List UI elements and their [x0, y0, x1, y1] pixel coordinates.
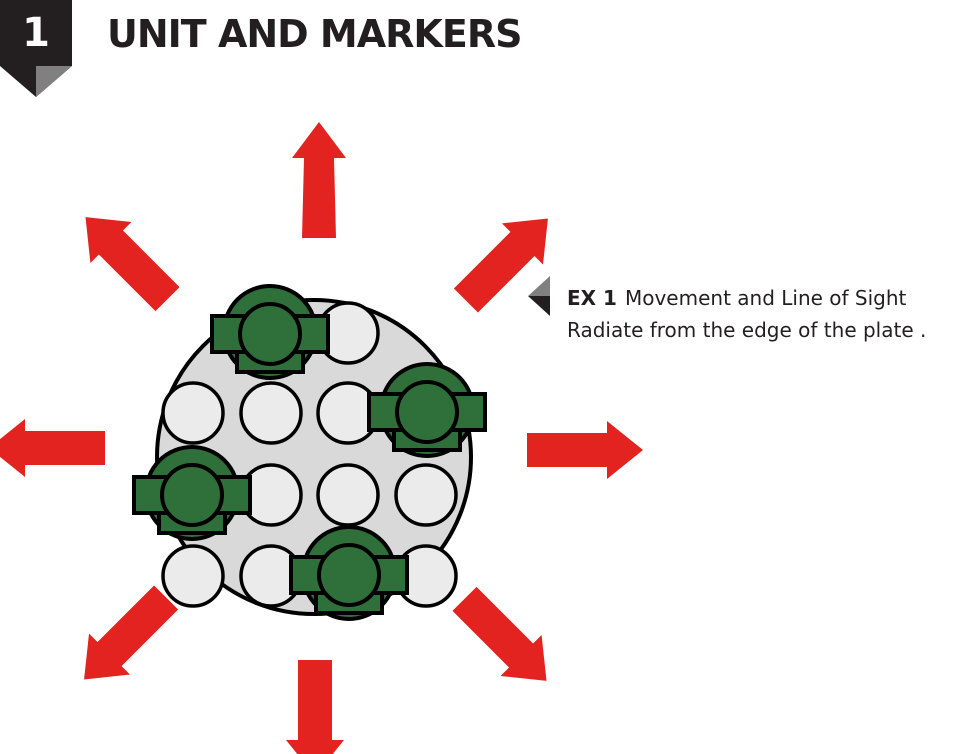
empty-socket	[239, 381, 303, 445]
caption-label: EX 1	[567, 286, 617, 310]
arrow-right	[527, 421, 643, 479]
caption-pointer-top	[528, 276, 550, 296]
arrow-down-left	[84, 585, 179, 680]
arrow-down-right	[452, 586, 547, 681]
miniature-model	[289, 525, 409, 621]
model-head	[238, 302, 302, 366]
caption-pointer-bottom	[528, 296, 550, 316]
caption-pointer-icon	[528, 276, 550, 316]
caption-line-1: EX 1 Movement and Line of Sight	[567, 282, 955, 314]
caption-line-2: Radiate from the edge of the plate .	[567, 318, 927, 342]
model-head	[395, 380, 459, 444]
example-caption: EX 1 Movement and Line of Sight Radiate f…	[567, 282, 955, 346]
miniature-model	[132, 445, 252, 541]
arrow-left	[0, 419, 105, 477]
chapter-badge-icon	[0, 0, 72, 97]
empty-socket	[316, 463, 380, 527]
miniature-model	[210, 284, 330, 380]
empty-socket	[394, 463, 458, 527]
caption-heading: Movement and Line of Sight	[624, 286, 907, 310]
arrow-up-left	[85, 217, 180, 312]
model-head	[160, 463, 224, 527]
chapter-badge: 1	[0, 0, 72, 97]
chapter-number: 1	[22, 10, 50, 56]
chapter-badge-fold	[36, 66, 72, 97]
movement-arrows	[0, 122, 643, 754]
arrow-down	[286, 660, 344, 754]
empty-socket	[161, 544, 225, 608]
miniature-model	[367, 362, 487, 458]
page-title: UNIT AND MARKERS	[107, 12, 522, 56]
arrow-up-right	[453, 218, 548, 313]
arrow-up	[292, 122, 346, 238]
model-head	[317, 543, 381, 607]
empty-sockets	[161, 301, 458, 608]
empty-socket	[161, 381, 225, 445]
